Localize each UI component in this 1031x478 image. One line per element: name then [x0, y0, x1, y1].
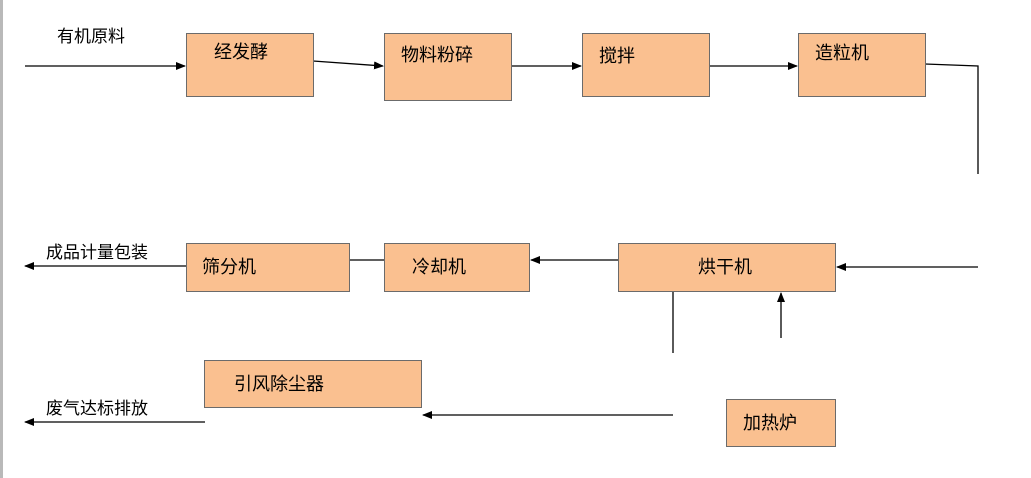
crush-box: 物料粉碎 [384, 33, 512, 101]
ferment-box: 经发酵 [186, 33, 314, 97]
exhaust-label: 废气达标排放 [46, 399, 148, 419]
arrow-ferment-to-crush [312, 60, 384, 70]
heater-label: 加热炉 [743, 413, 797, 434]
window-left-border [0, 0, 3, 478]
mix-box: 搅拌 [582, 33, 710, 97]
cool-label: 冷却机 [412, 257, 466, 278]
line-granulate-out [924, 63, 979, 174]
crush-label: 物料粉碎 [401, 45, 473, 66]
mix-label: 搅拌 [599, 46, 635, 67]
granulate-box: 造粒机 [798, 33, 926, 97]
output-label: 成品计量包装 [46, 243, 148, 263]
dust-removal-label: 引风除尘器 [234, 374, 324, 395]
dryer-label: 烘干机 [698, 257, 752, 278]
screen-label: 筛分机 [202, 257, 256, 278]
cool-box: 冷却机 [384, 243, 530, 292]
input-label: 有机原料 [57, 27, 125, 47]
granulate-label: 造粒机 [815, 43, 869, 64]
dryer-box: 烘干机 [618, 243, 836, 292]
dust-removal-box: 引风除尘器 [204, 360, 422, 408]
heater-box: 加热炉 [726, 399, 836, 447]
ferment-label: 经发酵 [214, 42, 268, 63]
screen-box: 筛分机 [186, 243, 350, 292]
